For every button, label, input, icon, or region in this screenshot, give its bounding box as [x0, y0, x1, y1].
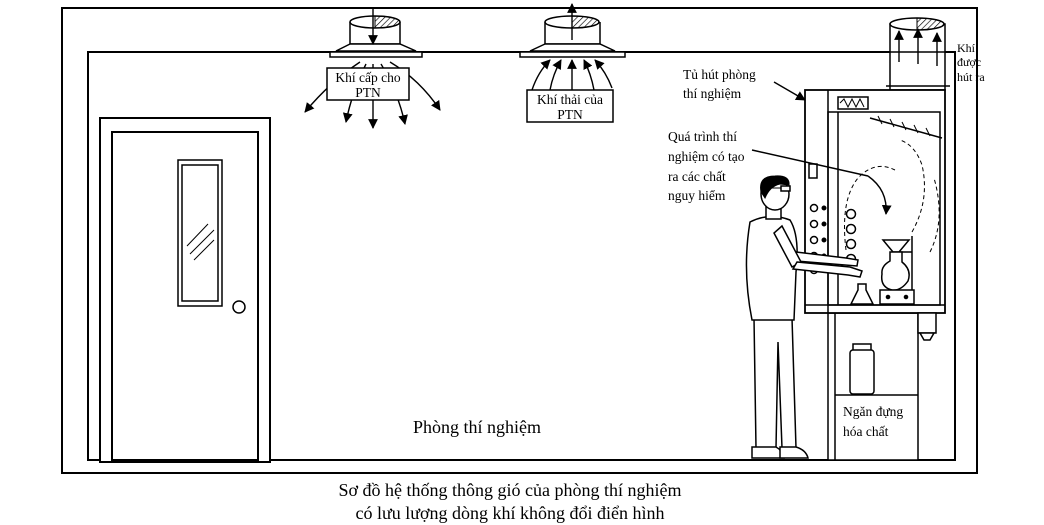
airflow-path — [929, 177, 940, 253]
exhaust-air-label-line: PTN — [557, 107, 583, 122]
hazard-process-pointer — [751, 149, 869, 177]
caption-line: có lưu lượng dòng khí không đổi điển hìn… — [355, 503, 664, 523]
service-valve — [845, 223, 857, 235]
person-arm — [791, 261, 863, 278]
exhaust-air-arrow — [583, 59, 595, 91]
baffle-ticks — [877, 115, 931, 137]
hood-drain — [917, 312, 937, 334]
room-outer-wall — [61, 7, 978, 474]
door-knob — [232, 300, 246, 314]
lab-technician — [745, 175, 863, 459]
person-hair — [760, 175, 790, 200]
control-knob — [809, 235, 819, 245]
service-valve — [845, 208, 857, 220]
window-reflection — [189, 229, 215, 255]
exhaust-air-label-line: Khí thải của — [537, 92, 603, 107]
window-reflection — [193, 239, 215, 261]
control-knob — [821, 237, 827, 243]
room-exhaust-grille: Khí thải của PTN — [519, 3, 626, 123]
supply-air-label-line: PTN — [355, 85, 381, 100]
service-valve — [845, 238, 857, 250]
exhaust-air-label-box — [526, 89, 614, 123]
heating-plate — [879, 289, 915, 305]
room-label: Phòng thí nghiệm — [413, 417, 541, 437]
supply-duct-hatching — [374, 15, 401, 29]
supply-air-label-box — [326, 67, 410, 101]
caption-line: Sơ đồ hệ thống thông gió của phòng thí n… — [339, 480, 682, 500]
fume-hood-label-line: Tủ hút phòng — [683, 67, 756, 82]
supply-air-label-line: Khí cấp cho — [335, 70, 400, 85]
control-knob — [821, 205, 827, 211]
blower-coil — [839, 97, 865, 109]
person-glasses — [780, 185, 791, 192]
exhaust-grille-plate — [519, 51, 626, 58]
hood-indicator — [808, 163, 818, 179]
supply-diffuser-plate — [329, 51, 423, 58]
chemical-cabinet-label-line: Ngăn đựng — [843, 404, 903, 419]
hood-exhaust-duct: Khí được hút ra — [884, 17, 985, 91]
supply-diffuser-skirt — [335, 43, 417, 52]
hood-exhaust-label-line: hút ra — [957, 70, 985, 84]
person-legs — [753, 317, 797, 449]
hood-drain-cone — [918, 332, 936, 341]
erlenmeyer-flask — [849, 283, 875, 305]
heater-dial — [903, 294, 909, 300]
person-shoe — [779, 446, 809, 459]
hood-exhaust-label-line: Khí — [957, 41, 976, 55]
airflow-arrow — [867, 175, 892, 215]
chemical-cabinet-label-line: hóa chất — [843, 424, 889, 439]
chemical-cabinet: Ngăn đựng hóa chất — [827, 312, 919, 461]
control-knob — [809, 219, 819, 229]
fume-hood-label-line: thí nghiệm — [683, 86, 742, 101]
fume-hood — [804, 89, 946, 341]
window-reflection — [186, 223, 209, 247]
exhaust-air-arrow — [549, 59, 562, 91]
control-knob — [821, 221, 827, 227]
exhaust-air-arrow — [594, 59, 613, 89]
hood-exhaust-label-line: được — [957, 55, 981, 69]
person-shoe — [751, 446, 785, 459]
hazard-process-label-line: ra các chất — [668, 169, 726, 184]
exhaust-grille-skirt — [529, 43, 616, 52]
exhaust-duct-hatching — [571, 15, 600, 29]
person-shirt — [745, 215, 798, 321]
heater-dial — [885, 294, 891, 300]
hazard-process-label-line: Quá trình thí — [668, 129, 737, 144]
person-upper-arm — [773, 224, 803, 269]
hood-baffle — [869, 117, 943, 139]
lab-door — [99, 117, 271, 463]
exhaust-air-arrow — [531, 59, 551, 91]
supply-air-arrow — [389, 61, 441, 111]
hood-duct-hatching — [916, 17, 945, 31]
chemical-jar — [849, 349, 875, 395]
supply-air-diffuser: Khí cấp cho PTN — [304, 9, 441, 129]
hazard-process-label-line: nguy hiểm — [668, 188, 726, 203]
airflow-path — [899, 139, 925, 233]
control-knob — [809, 203, 819, 213]
fume-hood-blower — [837, 96, 869, 110]
hazard-process-label-line: nghiệm có tạo — [668, 149, 745, 164]
fume-hood-pointer — [773, 81, 806, 101]
